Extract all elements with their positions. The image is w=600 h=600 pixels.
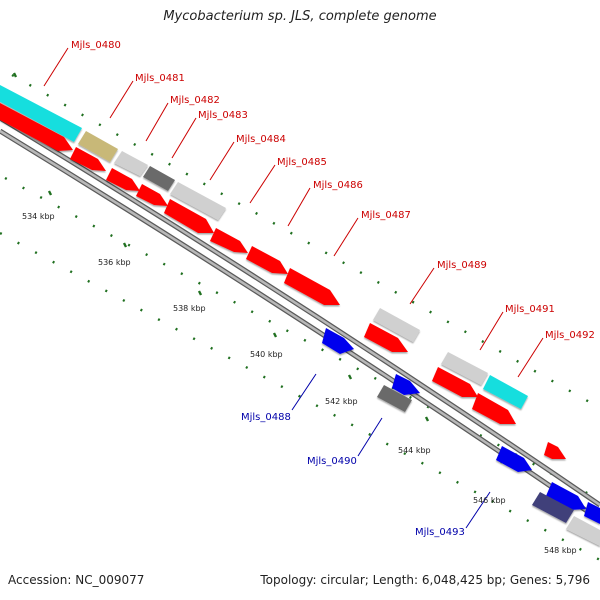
gene-block-grey: [373, 308, 420, 342]
gene-block-red: [544, 442, 566, 459]
kbp-label-546: 546 kbp: [473, 496, 506, 505]
gene-block-blue: [496, 446, 532, 472]
gene-block-navy: [532, 492, 574, 523]
gene-block-tan: [78, 131, 118, 162]
gene-block-red: [432, 367, 478, 397]
label-leaders: [43, 47, 544, 529]
gene-block-red: [164, 199, 214, 233]
gene-block-red: [284, 268, 340, 305]
gene-block-red: [364, 323, 408, 352]
kbp-label-548: 548 kbp: [544, 546, 577, 555]
gene-block-red: [70, 147, 106, 171]
gene-label-mjls-0482[interactable]: Mjls_0482: [170, 95, 220, 106]
gene-block-grey: [566, 516, 600, 546]
gene-block-grey: [114, 151, 148, 176]
gene-block-darkgrey: [377, 385, 412, 412]
kbp-label-534: 534 kbp: [22, 212, 55, 221]
gene-labels: Mjls_0480 Mjls_0481 Mjls_0482 Mjls_0483 …: [71, 40, 595, 538]
genome-summary-text: Topology: circular; Length: 6,048,425 bp…: [260, 573, 590, 587]
gene-block-blue: [546, 482, 586, 510]
gene-block-darkgrey: [143, 166, 175, 191]
gene-label-mjls-0492[interactable]: Mjls_0492: [545, 330, 595, 341]
gene-block-red: [472, 393, 516, 424]
gene-label-mjls-0490[interactable]: Mjls_0490: [307, 456, 357, 467]
gene-label-mjls-0483[interactable]: Mjls_0483: [198, 110, 248, 121]
gene-blocks: [0, 85, 600, 546]
gene-block-grey: [441, 352, 488, 385]
gene-block-red: [246, 246, 288, 274]
gene-label-mjls-0487[interactable]: Mjls_0487: [361, 210, 411, 221]
gene-block-blue: [392, 374, 420, 395]
gene-label-mjls-0485[interactable]: Mjls_0485: [277, 157, 327, 168]
gene-block-red: [136, 184, 168, 206]
gene-block-blue: [584, 502, 600, 524]
tick-rows: [0, 73, 600, 562]
gene-block-blue: [322, 328, 354, 354]
kbp-label-538: 538 kbp: [173, 304, 206, 313]
gene-block-red: [106, 168, 140, 191]
gene-block-grey: [170, 182, 226, 220]
gene-label-mjls-0489[interactable]: Mjls_0489: [437, 260, 487, 271]
kbp-label-536: 536 kbp: [98, 258, 131, 267]
gene-label-mjls-0481[interactable]: Mjls_0481: [135, 73, 185, 84]
gene-label-mjls-0491[interactable]: Mjls_0491: [505, 304, 555, 315]
gene-label-mjls-0488[interactable]: Mjls_0488: [241, 412, 291, 423]
gene-block-red: [210, 228, 248, 253]
gene-block-red: [0, 103, 73, 151]
kbp-label-544: 544 kbp: [398, 446, 431, 455]
kbp-labels: 534 kbp 536 kbp 538 kbp 540 kbp 542 kbp …: [22, 212, 577, 555]
gene-label-mjls-0484[interactable]: Mjls_0484: [236, 134, 286, 145]
kbp-label-542: 542 kbp: [325, 397, 358, 406]
gene-block-cyan: [0, 85, 82, 142]
gene-label-mjls-0480[interactable]: Mjls_0480: [71, 40, 121, 51]
map-title: Mycobacterium sp. JLS, complete genome: [163, 9, 437, 24]
gene-label-mjls-0486[interactable]: Mjls_0486: [313, 180, 363, 191]
accession-text: Accession: NC_009077: [8, 573, 145, 587]
gene-label-mjls-0493[interactable]: Mjls_0493: [415, 527, 465, 538]
kbp-label-540: 540 kbp: [250, 350, 283, 359]
gene-block-cyan: [483, 375, 528, 409]
